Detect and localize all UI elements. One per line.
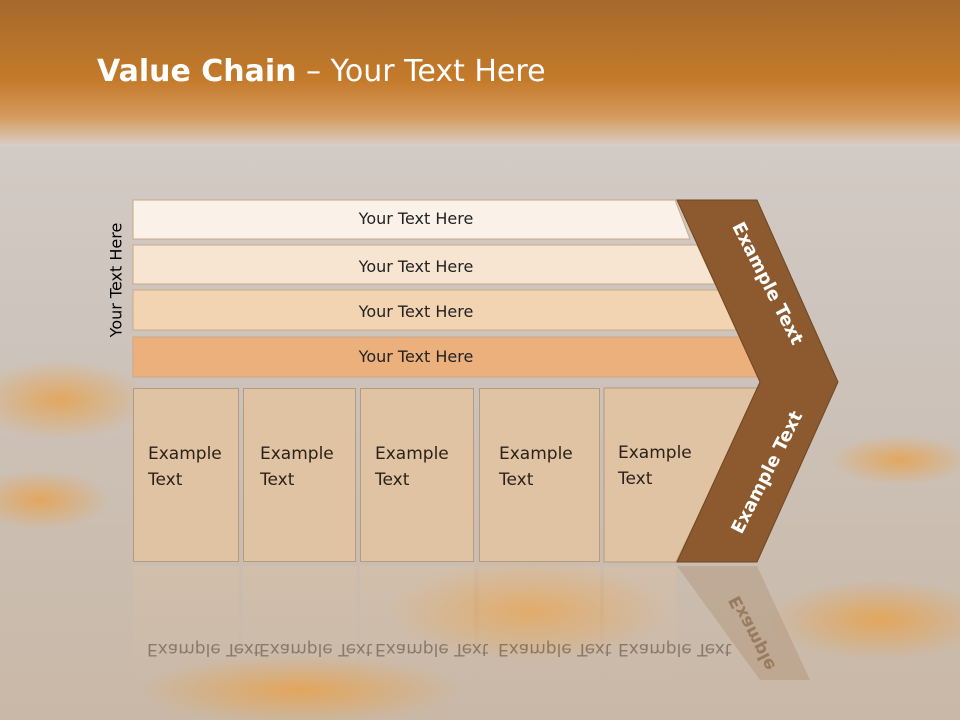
cell-4: Example Text (479, 388, 600, 562)
cell-1: Example Text (133, 388, 239, 562)
slide-title: Value Chain – Your Text Here (97, 54, 546, 89)
cell-4-line1: Example (499, 444, 573, 464)
cell-1-line1: Example (148, 444, 222, 464)
reflected-text-2: Example Text (259, 639, 373, 659)
row-shape-1 (132, 199, 691, 240)
row-label-1: Your Text Here (358, 209, 474, 228)
reflected-text-5: Example Text (618, 639, 732, 659)
title-rest: – Your Text Here (296, 54, 546, 89)
reflected-text-4: Example Text (498, 639, 612, 659)
cell-3-line2: Text (375, 470, 410, 490)
cell-reflection-5 (604, 566, 676, 686)
cell-reflection-4 (479, 566, 600, 686)
row-label-4: Your Text Here (358, 347, 474, 366)
cell-reflection-2 (243, 566, 356, 686)
cell-reflection-1 (133, 566, 239, 686)
chevron-reflection (677, 566, 810, 680)
cell-2-line2: Text (260, 470, 295, 490)
row-label-3: Your Text Here (358, 302, 474, 321)
reflected-text-1: Example Text (147, 639, 261, 659)
cell-4-line2: Text (499, 470, 534, 490)
cell-1-line2: Text (148, 470, 183, 490)
cell-2-line1: Example (260, 444, 334, 464)
cell-5-line2: Text (618, 469, 653, 489)
cell-3: Example Text (360, 388, 474, 562)
cell-shape-5 (603, 387, 761, 563)
row-label-2: Your Text Here (358, 257, 474, 276)
cell-reflection-3 (360, 566, 474, 686)
header-band (0, 0, 960, 146)
cell-5-line1: Example (618, 443, 692, 463)
cell-5: Example Text (618, 440, 692, 492)
title-bold: Value Chain (97, 54, 297, 89)
cell-3-line1: Example (375, 444, 449, 464)
reflected-text-3: Example Text (375, 639, 489, 659)
cell-2: Example Text (243, 388, 356, 562)
chevron-shape (676, 199, 839, 563)
